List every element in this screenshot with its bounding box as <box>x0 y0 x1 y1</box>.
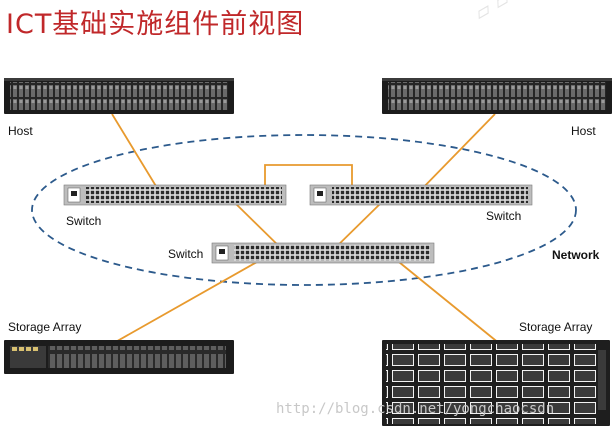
switch-left-device <box>63 184 287 206</box>
host-left-label: Host <box>8 124 33 138</box>
link-host-left-switch-left <box>111 113 163 197</box>
network-ellipse <box>31 134 577 286</box>
switch-left-label: Switch <box>66 214 102 228</box>
storage-left-label: Storage Array <box>8 320 82 334</box>
link-switch-center-storage-left <box>111 257 265 345</box>
link-host-right-switch-right <box>414 113 496 197</box>
switch-right-device <box>309 184 533 206</box>
storage-right-label: Storage Array <box>519 320 593 334</box>
switch-right-label: Switch <box>486 209 522 223</box>
switch-center-device <box>211 242 435 264</box>
switch-center-label: Switch <box>168 247 204 261</box>
host-right-label: Host <box>571 124 596 138</box>
page-title: ICT基础实施组件前视图 <box>6 9 305 40</box>
storage-left-array <box>4 340 234 374</box>
host-right-server <box>382 78 612 114</box>
connection-lines <box>111 113 501 345</box>
url-watermark: http://blog.csdn.net/yongchaocsdn <box>276 401 555 417</box>
storage-right-array <box>382 340 610 426</box>
network-label: Network <box>552 248 600 262</box>
host-left-server <box>4 78 234 114</box>
link-switch-left-switch-right <box>264 164 353 190</box>
link-switch-center-storage-right <box>393 257 501 345</box>
